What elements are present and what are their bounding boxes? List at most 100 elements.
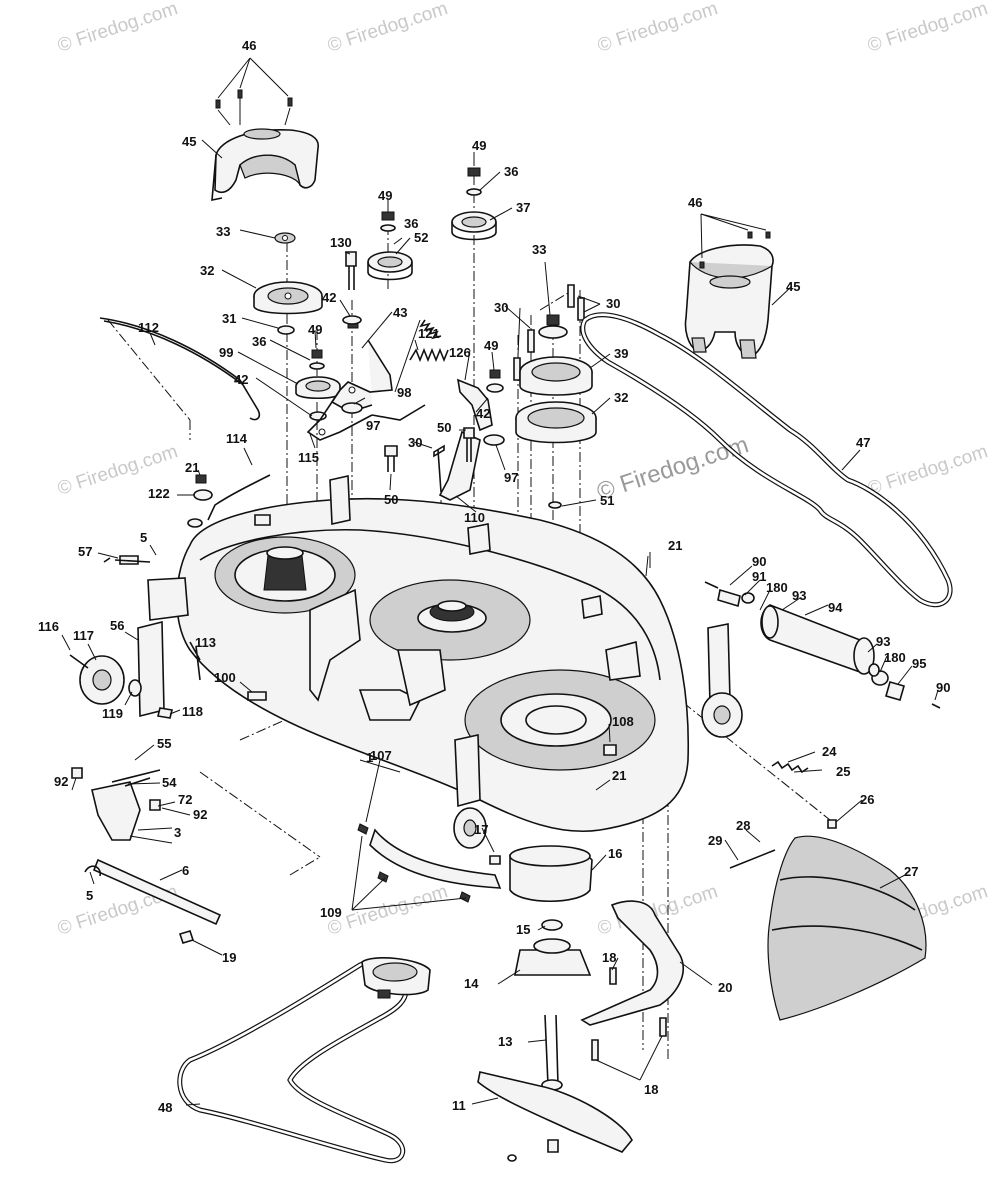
callout-97: 97: [366, 418, 380, 433]
callout-91: 91: [752, 569, 766, 584]
callout-180: 180: [884, 650, 906, 665]
callout-130: 130: [330, 235, 352, 250]
callout-56: 56: [110, 618, 124, 633]
callout-14: 14: [464, 976, 479, 991]
callout-92: 92: [54, 774, 68, 789]
callout-36: 36: [252, 334, 266, 349]
callout-49: 49: [378, 188, 392, 203]
callout-115: 115: [298, 450, 319, 465]
callout-121: 121: [418, 326, 440, 341]
callout-42: 42: [234, 372, 248, 387]
callout-122: 122: [148, 486, 170, 501]
callout-94: 94: [828, 600, 843, 615]
left-lift-linkage: [99, 317, 351, 528]
callout-90: 90: [936, 680, 950, 695]
callout-5: 5: [86, 888, 93, 903]
callout-72: 72: [178, 792, 192, 807]
callout-98: 98: [397, 385, 411, 400]
watermark-2: © Firedog.com: [325, 0, 450, 57]
blade-spindle-assembly: [477, 845, 633, 1162]
callout-93: 93: [792, 588, 806, 603]
callout-46: 46: [688, 195, 702, 210]
callout-180: 180: [766, 580, 788, 595]
callout-126: 126: [449, 345, 471, 360]
callout-21: 21: [185, 460, 199, 475]
callout-labels: 46 45 33 32 31 36 99 42 49 42 130 43 49 …: [38, 38, 950, 1115]
callout-32: 32: [200, 263, 214, 278]
deck-drive-belt-48: [177, 957, 431, 1164]
callout-18: 18: [602, 950, 616, 965]
callout-1: 1: [366, 750, 373, 765]
callout-107: 107: [370, 748, 392, 763]
callout-55: 55: [157, 736, 171, 751]
callout-110: 110: [464, 510, 485, 525]
callout-21: 21: [668, 538, 682, 553]
callout-92: 92: [193, 807, 207, 822]
front-hanger-linkage: [71, 767, 222, 944]
watermark-3: © Firedog.com: [595, 0, 720, 57]
callout-30: 30: [606, 296, 620, 311]
callout-36: 36: [504, 164, 518, 179]
callout-37: 37: [516, 200, 530, 215]
callout-46: 46: [242, 38, 256, 53]
callout-116: 116: [38, 619, 59, 634]
watermark-center: © Firedog.com: [594, 431, 752, 505]
callout-3: 3: [174, 825, 181, 840]
callout-45: 45: [182, 134, 196, 149]
callout-20: 20: [718, 980, 732, 995]
callout-21: 21: [612, 768, 626, 783]
callout-97: 97: [504, 470, 518, 485]
callout-49: 49: [472, 138, 486, 153]
callout-43: 43: [393, 305, 407, 320]
watermark-6: © Firedog.com: [865, 441, 990, 500]
deck-baffle: [357, 823, 502, 903]
callout-11: 11: [452, 1098, 466, 1113]
callout-42: 42: [476, 406, 490, 421]
callout-25: 25: [836, 764, 850, 779]
upper-right-shield: [684, 213, 774, 359]
callout-100: 100: [214, 670, 236, 685]
callout-118: 118: [182, 704, 203, 719]
callout-33: 33: [216, 224, 230, 239]
callout-95: 95: [912, 656, 926, 671]
callout-28: 28: [736, 818, 750, 833]
callout-48: 48: [158, 1100, 172, 1115]
callout-29: 29: [708, 833, 722, 848]
right-deflector-baffle: [580, 900, 685, 1061]
callout-52: 52: [414, 230, 428, 245]
callout-18: 18: [644, 1082, 658, 1097]
callout-26: 26: [860, 792, 874, 807]
callout-112: 112: [138, 320, 159, 335]
callout-45: 45: [786, 279, 800, 294]
callout-108: 108: [612, 714, 634, 729]
right-idler-bracket: [384, 284, 585, 501]
callout-113: 113: [195, 635, 216, 650]
callout-93: 93: [876, 634, 890, 649]
callout-114: 114: [226, 431, 248, 446]
callout-27: 27: [904, 864, 918, 879]
right-pulley-stack: [515, 314, 597, 509]
callout-33: 33: [532, 242, 546, 257]
callout-17: 17: [474, 822, 488, 837]
callout-54: 54: [162, 775, 177, 790]
callout-90: 90: [752, 554, 766, 569]
callout-117: 117: [73, 628, 94, 643]
idler-arm-assembly: [306, 251, 449, 441]
watermark-8: © Firedog.com: [325, 881, 450, 940]
discharge-chute: [729, 760, 927, 1021]
callout-30: 30: [408, 435, 422, 450]
left-gauge-wheel: [69, 555, 617, 756]
callout-119: 119: [102, 706, 123, 721]
callout-19: 19: [222, 950, 236, 965]
mower-deck-shell: [137, 497, 743, 849]
callout-47: 47: [856, 435, 870, 450]
leader-lines: [61, 139, 939, 1106]
callout-50: 50: [384, 492, 398, 507]
callout-13: 13: [498, 1034, 512, 1049]
callout-36: 36: [404, 216, 418, 231]
callout-39: 39: [614, 346, 628, 361]
callout-30: 30: [494, 300, 508, 315]
callout-51: 51: [600, 493, 614, 508]
callout-32: 32: [614, 390, 628, 405]
